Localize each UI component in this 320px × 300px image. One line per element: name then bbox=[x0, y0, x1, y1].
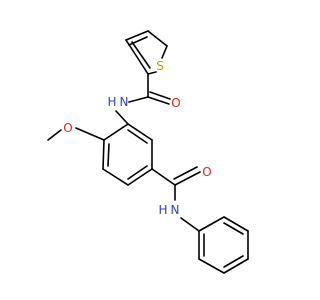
molecule-structure: S N H O O O N H bbox=[47, 30, 249, 274]
amide-hydrogen-top-label: H bbox=[107, 95, 116, 109]
central-benzene-ring bbox=[102, 123, 153, 186]
carbonyl-oxygen-bottom-label: O bbox=[202, 165, 211, 179]
amide-linker-bottom bbox=[151, 166, 201, 232]
thiophene-ring bbox=[125, 30, 168, 75]
carbonyl-oxygen-top-label: O bbox=[171, 96, 180, 110]
sulfur-label: S bbox=[156, 59, 164, 73]
phenyl-ring bbox=[198, 216, 249, 274]
amide-hydrogen-bottom-label: H bbox=[158, 203, 167, 217]
methoxy-group bbox=[47, 127, 105, 141]
amide-nitrogen-top-label: N bbox=[120, 95, 129, 109]
amide-nitrogen-bottom-label: N bbox=[171, 203, 180, 217]
methoxy-oxygen-label: O bbox=[63, 121, 72, 135]
amide-linker-top bbox=[115, 73, 171, 125]
